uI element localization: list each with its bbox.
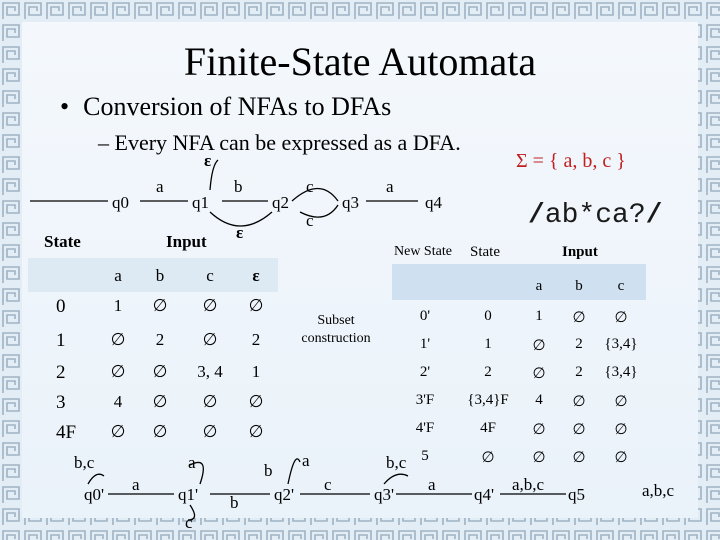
dfa-edge-a-3: a: [428, 475, 436, 494]
dfa-edge-b-1: b: [230, 493, 239, 512]
dfa-edge-b-2: b: [264, 461, 273, 480]
dfa-state-q4p: q4': [474, 485, 494, 504]
dfa-edge-bc-3: b,c: [386, 453, 407, 472]
dfa-edge-abc-5: a,b,c: [642, 481, 675, 500]
dfa-state-q0p: q0': [84, 485, 104, 504]
dfa-edge-c-2: c: [324, 475, 332, 494]
dfa-edge-a-1: a: [188, 453, 196, 472]
dfa-state-q2p: q2': [274, 485, 294, 504]
dfa-state-q5: q5: [568, 485, 585, 504]
dfa-edge-bc-0: b,c: [74, 453, 95, 472]
dfa-edge-a-0: a: [132, 475, 140, 494]
dfa-edge-c-1: c: [185, 513, 193, 532]
dfa-state-q3p: q3': [374, 485, 394, 504]
dfa-edge-a-2: a: [302, 451, 310, 470]
dfa-state-q1p: q1': [178, 485, 198, 504]
dfa-edge-abc-4: a,b,c: [512, 475, 545, 494]
